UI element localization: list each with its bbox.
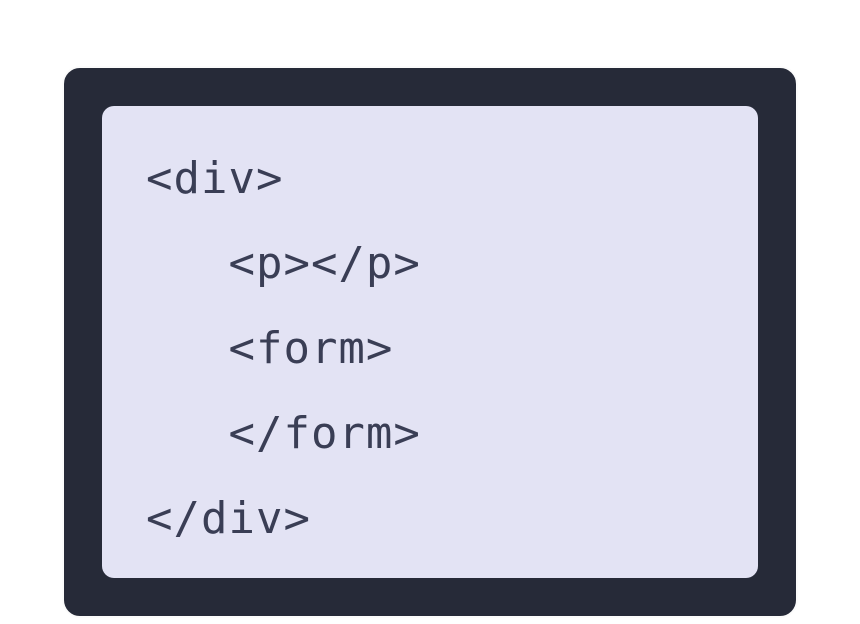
code-panel: <div> <p></p> <form> </form> </div> [102, 106, 758, 578]
code-line: <p></p> [146, 238, 421, 289]
code-line: <div> [146, 153, 284, 204]
code-card: <div> <p></p> <form> </form> </div> [62, 66, 798, 618]
code-line: </div> [146, 493, 311, 544]
code-line: </form> [146, 408, 421, 459]
code-line: <form> [146, 323, 394, 374]
